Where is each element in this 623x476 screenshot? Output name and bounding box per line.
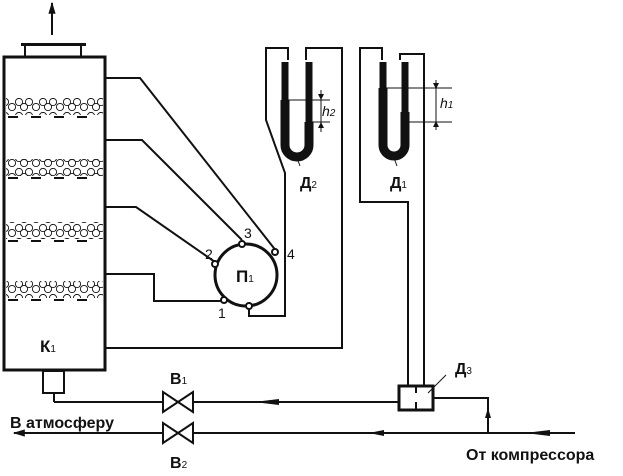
h2-label: h2 [322,103,336,119]
packing-layer [6,98,103,115]
tap-2 [211,260,219,268]
ring-taps [211,240,279,310]
manometer-1-label: Д1 [390,175,407,192]
manometer-2-line-a [248,47,289,317]
impulse-line-1 [105,273,224,302]
manometer-d1 [378,62,452,167]
valve-b2-label: В2 [170,455,188,472]
impulse-line-3 [105,139,243,241]
manometer-1-line-b [399,53,425,386]
h1-label: h1 [440,95,453,111]
tap-out [245,302,253,310]
column-label: К1 [40,337,56,356]
tap-label-3: 3 [244,225,252,241]
tap-1 [220,296,228,304]
valve-b1[interactable] [162,390,194,414]
tap-3 [238,240,246,248]
tap-label-1: 1 [218,305,226,321]
impulse-line-4 [105,77,278,253]
tap-4 [271,248,279,256]
impulse-lines [105,77,278,302]
packing-layer [6,159,103,176]
valve-b2[interactable] [162,421,194,445]
flow-device-label: Д3 [455,361,472,378]
valve-b1-label: В1 [170,371,188,388]
tap-label-2: 2 [205,246,213,262]
inlet-label: От компрессора [466,447,594,464]
column-drain [42,370,65,394]
flow-device-d3 [397,374,447,412]
packing-layers [6,98,103,301]
manometer-1-line-a [359,47,409,386]
impulse-line-2 [105,206,216,263]
tap-label-4: 4 [287,246,295,262]
manometer-d2 [280,62,330,167]
manometer-2-label: Д2 [300,175,317,192]
column-top-cap [21,43,86,57]
packing-layer [6,281,103,298]
packing-layer [6,222,103,239]
ring-label: П1 [236,267,254,286]
manometer-2-line-b [105,47,343,349]
outlet-label: В атмосферу [10,415,114,432]
